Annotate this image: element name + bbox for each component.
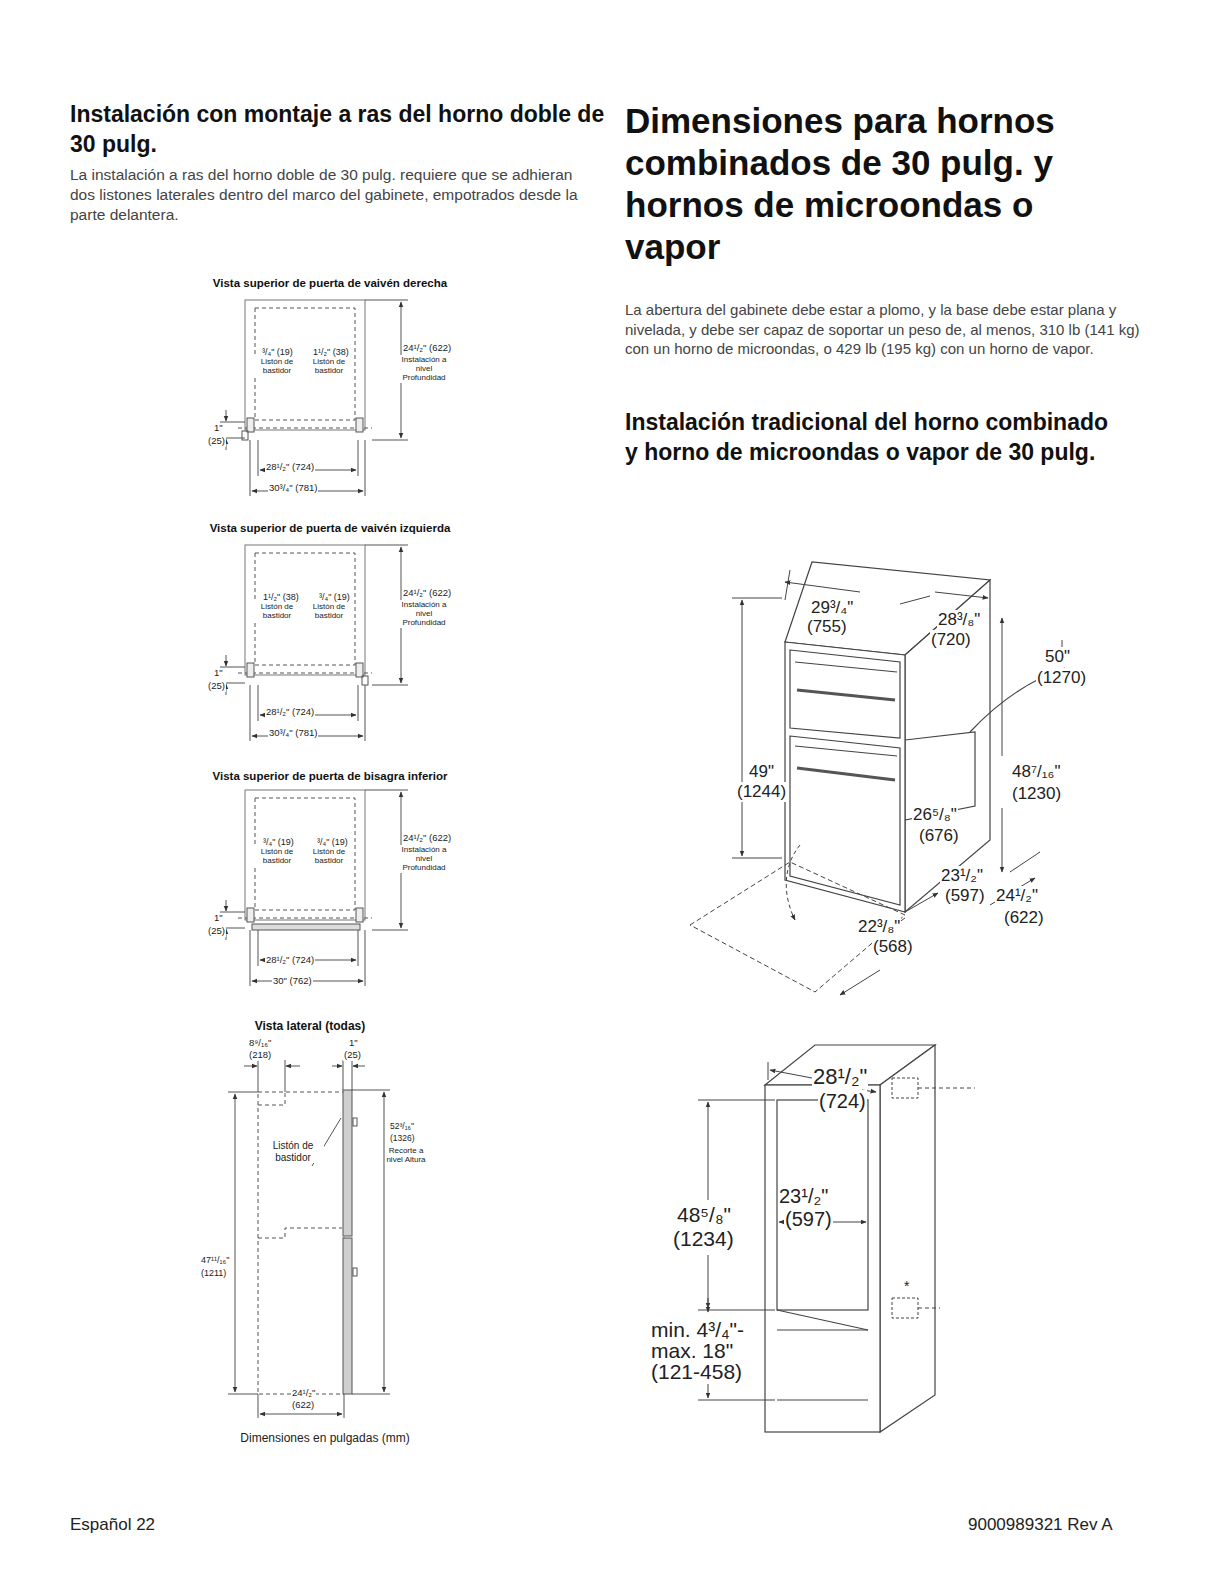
heading: Instalación tradicional del horno combin… bbox=[625, 408, 1115, 468]
dimension-label: 30³/₄" (781) bbox=[268, 483, 318, 494]
dimension-label: 1" bbox=[213, 668, 224, 679]
dimension-label: Listón de bastidor bbox=[306, 602, 352, 620]
dimension-label: (676) bbox=[918, 826, 960, 846]
dimension-label: 48⁷/₁₆" bbox=[1011, 762, 1061, 782]
dimension-label: Recorte a nivel Altura bbox=[385, 1146, 427, 1164]
dimension-label: (622) bbox=[1003, 908, 1045, 928]
dimension-label: 23¹/₂" bbox=[778, 1185, 829, 1208]
dimension-label: 22³/₈" bbox=[857, 917, 901, 937]
dimension-label: 24¹/₂" (622) bbox=[402, 588, 452, 599]
dimension-label: (121-458) bbox=[650, 1360, 743, 1384]
dimension-label: (1326) bbox=[389, 1134, 416, 1144]
heading: Vista superior de puerta de bisagra infe… bbox=[160, 770, 500, 783]
dimension-label: 49" bbox=[748, 762, 775, 782]
body-text: La instalación a ras del horno doble de … bbox=[70, 165, 590, 225]
dimension-label: Listón de bastidor bbox=[254, 357, 300, 375]
dimension-label: (568) bbox=[872, 937, 914, 957]
dimension-label: 1" bbox=[213, 913, 224, 924]
dimension-label: (25) bbox=[207, 681, 226, 692]
dimension-label: 26⁵/₈" bbox=[912, 805, 958, 825]
heading: Instalación con montaje a ras del horno … bbox=[70, 100, 610, 160]
dimension-label: Listón de bastidor bbox=[254, 602, 300, 620]
dimension-label: 29³/₄" bbox=[810, 598, 854, 618]
dimension-label: Dimensiones en pulgadas (mm) bbox=[210, 1432, 440, 1446]
dimension-label: (1230) bbox=[1011, 784, 1062, 804]
dimension-label: (597) bbox=[944, 886, 986, 906]
dimension-label: (25) bbox=[207, 436, 226, 447]
dimension-label: 28¹/₂" (724) bbox=[265, 707, 315, 718]
dimension-label: 24¹/₂" bbox=[291, 1388, 316, 1399]
dimension-label: 28¹/₂" bbox=[812, 1064, 868, 1089]
dimension-label: (1234) bbox=[672, 1227, 735, 1251]
dimension-label: 8⁹/₁₆" bbox=[248, 1038, 272, 1049]
page-title: Dimensiones para hornos combinados de 30… bbox=[625, 100, 1125, 268]
dimension-label: 30³/₄" (781) bbox=[268, 728, 318, 739]
dimension-label: 30" (762) bbox=[272, 976, 313, 987]
dimension-label: ³/₄" (19) bbox=[262, 837, 295, 847]
dimension-label: 24¹/₂" bbox=[995, 886, 1039, 906]
dimension-label: (597) bbox=[784, 1208, 833, 1231]
dimension-label: (25) bbox=[343, 1050, 362, 1061]
dimension-label: Instalación a nivel Profundidad bbox=[397, 600, 451, 628]
dimension-label: 28¹/₂" (724) bbox=[265, 462, 315, 473]
dimension-label: Instalación a nivel Profundidad bbox=[397, 845, 451, 873]
dimension-label: (1270) bbox=[1036, 668, 1087, 688]
dimension-label: 23¹/₂" bbox=[940, 866, 984, 886]
heading: Vista superior de puerta de vaivén derec… bbox=[160, 277, 500, 290]
dimension-label: ³/₄" (19) bbox=[318, 592, 351, 602]
heading: Vista lateral (todas) bbox=[220, 1020, 400, 1034]
dimension-label: Listón de bastidor bbox=[306, 357, 352, 375]
dimension-label: 28³/₈" bbox=[937, 610, 981, 630]
dimension-label: (724) bbox=[818, 1090, 867, 1113]
dimension-label: 1¹/₂" (38) bbox=[262, 592, 300, 602]
dimension-label: 48⁵/₈" bbox=[676, 1203, 732, 1227]
dimension-label: (622) bbox=[291, 1400, 315, 1411]
dimension-label: 24¹/₂" (622) bbox=[402, 343, 452, 354]
body-text: La abertura del gabinete debe estar a pl… bbox=[625, 300, 1150, 359]
heading: Vista superior de puerta de vaivén izqui… bbox=[160, 522, 500, 535]
dimension-label: Listón de bastidor bbox=[254, 847, 300, 865]
dimension-label: Listón de bastidor bbox=[262, 1140, 324, 1163]
dimension-label: (1211) bbox=[200, 1268, 227, 1278]
dimension-label: ³/₄" (19) bbox=[316, 837, 349, 847]
dimension-label: 1¹/₂" (38) bbox=[312, 347, 350, 357]
dimension-label: (218) bbox=[248, 1050, 272, 1061]
dimension-label: (25) bbox=[207, 926, 226, 937]
dimension-label: 24¹/₂" (622) bbox=[402, 833, 452, 844]
dimension-label: 50" bbox=[1044, 647, 1071, 667]
dimension-label: (1244) bbox=[736, 782, 787, 802]
dimension-label: 1" bbox=[213, 423, 224, 434]
dimension-label: * bbox=[903, 1278, 910, 1294]
dimension-label: 28¹/₂" (724) bbox=[265, 955, 315, 966]
dimension-label: 52³/₁₆" bbox=[389, 1122, 415, 1132]
dimension-label: Listón de bastidor bbox=[306, 847, 352, 865]
dimension-label: 1" bbox=[348, 1038, 359, 1049]
dimension-label: (720) bbox=[930, 630, 972, 650]
dimension-label: (755) bbox=[806, 617, 848, 637]
dimension-label: Español 22 bbox=[70, 1515, 155, 1535]
dimension-label: 9000989321 Rev A bbox=[968, 1515, 1113, 1535]
dimension-label: Instalación a nivel Profundidad bbox=[397, 355, 451, 383]
dimension-label: 47¹¹/₁₆" bbox=[200, 1255, 230, 1265]
dimension-label: ³/₄" (19) bbox=[261, 347, 294, 357]
